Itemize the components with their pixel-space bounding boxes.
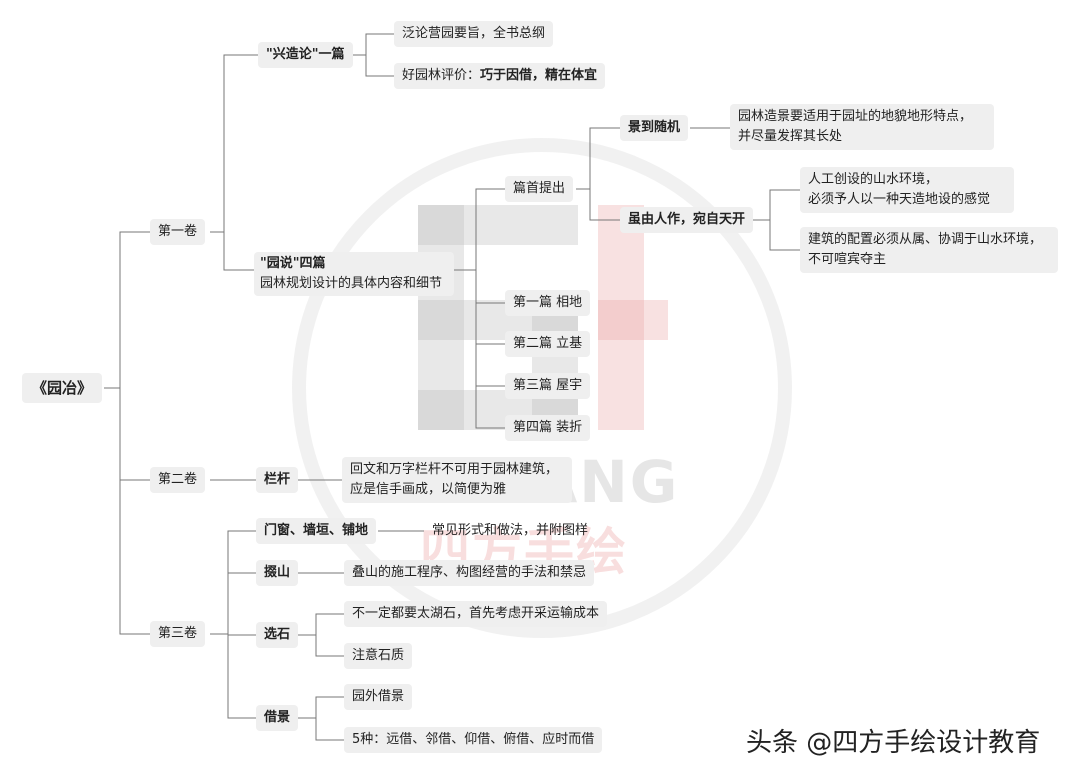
jingdao-text-line2: 并尽量发挥其长处 [738,129,843,144]
chapter-node-2: 第二篇 立基 [505,331,591,357]
jiejing-text1: 园外借景 [344,684,413,710]
root-node: 《园冶》 [22,373,103,403]
jiejing-text2: 5种：远借、邻借、仰借、俯借、应时而借 [344,727,603,753]
volume1-node: 第一卷 [150,219,206,245]
suiyou-node: 虽由人作，宛自天开 [620,207,754,233]
yuanshuo-node: "园说"四篇 园林规划设计的具体内容和细节 [254,252,454,296]
suiyou-text1: 人工创设的山水环境， 必须予人以一种天造地设的感觉 [800,167,1014,213]
xingzao-item1: 泛论营园要旨，全书总纲 [394,21,554,47]
xuanshi-text1: 不一定都要太湖石，首先考虑开采运输成本 [344,601,608,627]
volume2-node: 第二卷 [150,467,206,493]
yuanshuo-desc: 园林规划设计的具体内容和细节 [260,276,443,291]
jingdao-text: 园林造景要适用于园址的地貌地形特点， 并尽量发挥其长处 [730,104,994,150]
xuanshi-text2: 注意石质 [344,643,413,669]
dieshan-node: 掇山 [256,560,299,586]
chapter-node-3: 第三篇 屋宇 [505,373,591,399]
jiejing-node: 借景 [256,705,299,731]
jingdao-text-line1: 园林造景要适用于园址的地貌地形特点， [738,109,973,124]
xingzao-node: "兴造论"一篇 [258,42,353,68]
menchuang-node: 门窗、墙垣、铺地 [256,518,377,544]
suiyou-text1-line2: 必须予人以一种天造地设的感觉 [808,192,991,207]
langan-text-line2: 应是信手画成，以简便为雅 [350,482,507,497]
langan-text-line1: 回文和万字栏杆不可用于园林建筑， [350,462,559,477]
suiyou-text2: 建筑的配置必须从属、协调于山水环境， 不可喧宾夺主 [800,227,1058,273]
jingdao-node: 景到随机 [620,115,689,141]
pianshou-node: 篇首提出 [505,176,574,202]
credit-text: 头条 @四方手绘设计教育 [746,728,1041,758]
xuanshi-node: 选石 [256,622,299,648]
xingzao-item2-prefix: 好园林评价： [402,68,481,83]
xingzao-item2-bold: 巧于因借，精在体宜 [480,68,598,83]
suiyou-text2-line1: 建筑的配置必须从属、协调于山水环境， [808,232,1043,247]
menchuang-text: 常见形式和做法，并附图样 [432,523,589,538]
yuanshuo-label: "园说"四篇 [260,256,326,271]
volume3-node: 第三卷 [150,621,206,647]
langan-text: 回文和万字栏杆不可用于园林建筑， 应是信手画成，以简便为雅 [342,457,572,503]
chapter-node-1: 第一篇 相地 [505,290,591,316]
suiyou-text1-line1: 人工创设的山水环境， [808,172,939,187]
dieshan-text: 叠山的施工程序、构图经营的手法和禁忌 [344,560,595,586]
suiyou-text2-line2: 不可喧宾夺主 [808,252,887,267]
langan-node: 栏杆 [256,467,299,493]
xingzao-item2: 好园林评价：巧于因借，精在体宜 [394,63,606,89]
chapter-node-4: 第四篇 装折 [505,415,591,441]
